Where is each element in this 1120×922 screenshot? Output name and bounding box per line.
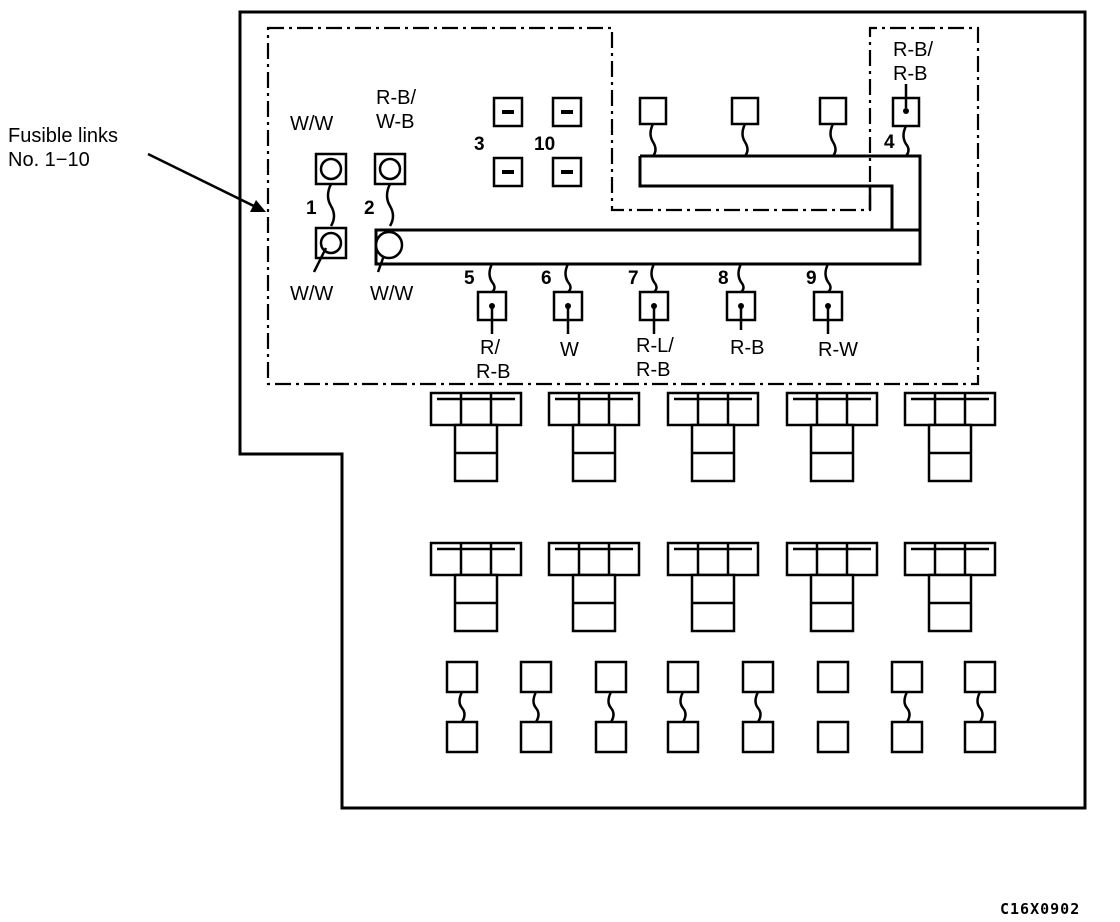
link-number-4: 4 bbox=[884, 132, 895, 153]
fusible-link-5: 5 R/ R-B bbox=[464, 263, 510, 383]
wire-color-link-5-line-1: R/ bbox=[480, 337, 500, 359]
callout-arrow-line bbox=[147, 152, 263, 212]
wire-color-link-1-bottom: W/W bbox=[290, 283, 333, 305]
small-fuse-pair-6 bbox=[816, 660, 850, 754]
link-number-2: 2 bbox=[364, 198, 375, 219]
link-number-9: 9 bbox=[806, 268, 817, 289]
fusible-link-4: 4 R-B/ R-B bbox=[884, 39, 933, 157]
callout-line-1: Fusible links bbox=[8, 125, 118, 147]
fuse-pair-row bbox=[445, 660, 997, 754]
upper-link-terminal-a bbox=[638, 96, 668, 126]
relay-socket-r1-4 bbox=[785, 391, 879, 483]
relay-socket-r2-1 bbox=[429, 541, 523, 633]
relay-socket-r1-3 bbox=[666, 391, 760, 483]
lower-bus-bar bbox=[374, 228, 922, 266]
wire-color-link-6: W bbox=[560, 339, 579, 361]
wire-color-link-9: R-W bbox=[818, 339, 858, 361]
small-fuse-pair-4 bbox=[666, 660, 700, 754]
link-number-6: 6 bbox=[541, 268, 552, 289]
fusible-link-2: 2 R-B/ W-B W/W bbox=[364, 87, 416, 305]
upper-link-terminal-c bbox=[818, 96, 848, 126]
link-2-top-bolt bbox=[378, 157, 402, 181]
fuse-box-housing bbox=[238, 10, 1087, 810]
fusible-links-callout: Fusible links No. 1−10 bbox=[8, 125, 266, 212]
link-number-7: 7 bbox=[628, 268, 639, 289]
wire-color-link-2-top-line-1: R-B/ bbox=[376, 87, 416, 109]
relay-socket-r1-2 bbox=[547, 391, 641, 483]
fusible-link-8: 8 R-B bbox=[718, 263, 764, 359]
link-number-8: 8 bbox=[718, 268, 729, 289]
fusible-link-6: 6 W bbox=[541, 263, 584, 361]
wire-color-link-2-bottom: W/W bbox=[370, 283, 413, 305]
relay-socket-r2-3 bbox=[666, 541, 760, 633]
small-fuse-pair-3 bbox=[594, 660, 628, 754]
callout-arrowhead bbox=[250, 200, 266, 212]
fusible-link-7: 7 R-L/ R-B bbox=[628, 263, 674, 381]
relay-socket-r1-1 bbox=[429, 391, 523, 483]
small-fuse-pair-2 bbox=[519, 660, 553, 754]
wire-color-link-7-line-2: R-B bbox=[636, 359, 670, 381]
relay-socket-r2-5 bbox=[903, 541, 997, 633]
wire-color-link-4-line-1: R-B/ bbox=[893, 39, 933, 61]
small-fuse-pair-1 bbox=[445, 660, 479, 754]
wire-color-link-5-line-2: R-B bbox=[476, 361, 510, 383]
link-number-10: 10 bbox=[534, 134, 555, 155]
relay-row-2 bbox=[429, 541, 997, 633]
link-3-top-terminal bbox=[492, 96, 524, 128]
wire-color-link-1-top: W/W bbox=[290, 113, 333, 135]
fusible-link-9: 9 R-W bbox=[806, 263, 858, 361]
callout-line-2: No. 1−10 bbox=[8, 149, 90, 171]
small-fuse-pair-7 bbox=[890, 660, 924, 754]
upper-bus-bar bbox=[638, 154, 922, 230]
upper-unlabeled-links bbox=[638, 96, 848, 157]
link-number-1: 1 bbox=[306, 198, 317, 219]
small-fuse-pair-8 bbox=[963, 660, 997, 754]
relay-socket-r2-2 bbox=[547, 541, 641, 633]
small-fuse-pair-5 bbox=[741, 660, 775, 754]
relay-row-1 bbox=[429, 391, 997, 483]
link-number-5: 5 bbox=[464, 268, 475, 289]
link-number-3: 3 bbox=[474, 134, 485, 155]
fusible-link-area-boundary bbox=[266, 26, 980, 386]
upper-link-terminal-b bbox=[730, 96, 760, 126]
fusible-link-1: 1 W/W W/W bbox=[290, 113, 348, 305]
fusible-link-10: 10 bbox=[534, 96, 583, 188]
link-1-top-bolt bbox=[319, 157, 343, 181]
bus-bar-bolt bbox=[374, 230, 404, 260]
figure-code: C16X0902 bbox=[1000, 900, 1080, 918]
link-1-bottom-bolt bbox=[319, 231, 343, 255]
wire-color-link-7-line-1: R-L/ bbox=[636, 335, 674, 357]
relay-socket-r1-5 bbox=[903, 391, 997, 483]
wire-color-link-8: R-B bbox=[730, 337, 764, 359]
relay-socket-r2-4 bbox=[785, 541, 879, 633]
wire-color-link-2-top-line-2: W-B bbox=[376, 111, 415, 133]
wire-color-link-4-line-2: R-B bbox=[893, 63, 927, 85]
fusible-link-3: 3 bbox=[474, 96, 524, 188]
